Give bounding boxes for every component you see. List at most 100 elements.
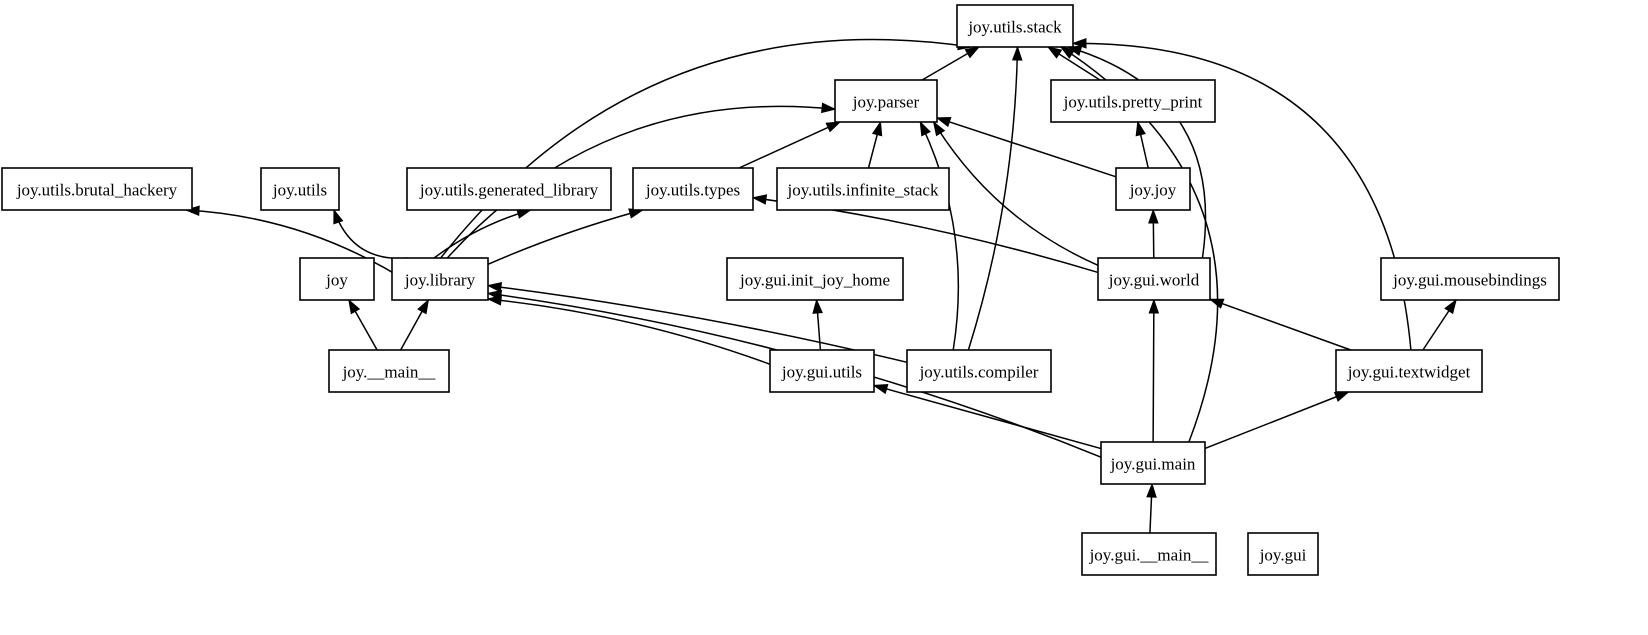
node-label: joy.joy <box>1129 181 1177 200</box>
edge-joy-library-to-joy-utils-types <box>487 209 643 265</box>
node-joy-gui[interactable]: joy.gui <box>1247 532 1319 576</box>
node-joy-utils-brutal-hackery[interactable]: joy.utils.brutal_hackery <box>1 167 193 211</box>
node-box <box>776 167 950 211</box>
node-label: joy.gui.__main__ <box>1089 546 1209 565</box>
edge-joy-joy-to-joy-parser <box>936 117 1117 178</box>
node-box <box>260 167 340 211</box>
node-joy-gui-init-joy-home[interactable]: joy.gui.init_joy_home <box>726 257 904 301</box>
node-joy-utils-pretty-print[interactable]: joy.utils.pretty_print <box>1050 79 1216 123</box>
edge-joy-utils-compiler-to-joy-utils-stack <box>967 46 1019 351</box>
node-label: joy.__main__ <box>342 363 436 382</box>
edge-joy-library-to-joy-utils-stack <box>440 38 972 259</box>
arrowhead <box>1148 208 1159 224</box>
arrowhead <box>1011 45 1023 61</box>
node-box <box>632 167 754 211</box>
arrowhead <box>1046 46 1063 59</box>
node-joy-parser[interactable]: joy.parser <box>834 79 938 123</box>
arrowhead <box>872 383 889 395</box>
node-label: joy.gui.textwidget <box>1347 363 1471 382</box>
node-label: joy <box>325 271 348 290</box>
arrowhead <box>348 298 361 315</box>
node-box <box>328 349 450 393</box>
node-label: joy.gui.world <box>1108 271 1200 290</box>
edge-joy-gui-world-to-joy-utils-stack <box>1067 46 1207 259</box>
edge-joy-gui-textwidget-to-joy-gui-world <box>1209 298 1352 351</box>
node-box <box>1 167 193 211</box>
node-joy-utils-types[interactable]: joy.utils.types <box>632 167 754 211</box>
node-box <box>769 349 875 393</box>
node-joy-gui-utils[interactable]: joy.gui.utils <box>769 349 875 393</box>
arrowhead <box>1059 46 1076 59</box>
node-joy-gui-main[interactable]: joy.gui.main <box>1100 441 1206 485</box>
node-label: joy.gui <box>1259 546 1307 565</box>
node-box <box>834 79 938 123</box>
node-box <box>1100 441 1206 485</box>
arrowhead <box>417 298 430 315</box>
node-joy-utils-compiler[interactable]: joy.utils.compiler <box>906 349 1052 393</box>
node-joy---main--[interactable]: joy.__main__ <box>328 349 450 393</box>
edge-joy-library-to-joy-utils-generated-library <box>433 209 531 259</box>
node-label: joy.utils.compiler <box>919 363 1039 382</box>
arrowhead <box>935 116 952 128</box>
node-joy-gui---main--[interactable]: joy.gui.__main__ <box>1081 532 1217 576</box>
node-joy-utils-infinite-stack[interactable]: joy.utils.infinite_stack <box>776 167 950 211</box>
node-box <box>1335 349 1483 393</box>
node-label: joy.utils.brutal_hackery <box>16 181 178 200</box>
node-box <box>299 257 375 301</box>
arrowhead <box>1333 391 1350 402</box>
node-box <box>956 4 1074 48</box>
node-joy-utils-generated-library[interactable]: joy.utils.generated_library <box>406 167 612 211</box>
arrowhead <box>964 46 981 59</box>
edge-joy-gui-main-to-joy-gui-utils <box>873 384 1102 450</box>
node-joy-utils-stack[interactable]: joy.utils.stack <box>956 4 1074 48</box>
arrowhead <box>821 102 837 114</box>
edge-joy-utils-compiler-to-joy-parser <box>919 121 960 351</box>
node-label: joy.utils.pretty_print <box>1063 93 1203 112</box>
node-box <box>1050 79 1216 123</box>
node-label: joy.library <box>404 271 476 290</box>
node-joy[interactable]: joy <box>299 257 375 301</box>
node-joy-gui-textwidget[interactable]: joy.gui.textwidget <box>1335 349 1483 393</box>
node-box <box>1081 532 1217 576</box>
arrowhead <box>919 120 931 137</box>
node-joy-utils[interactable]: joy.utils <box>260 167 340 211</box>
arrowhead <box>486 282 503 293</box>
node-label: joy.utils.generated_library <box>419 181 599 200</box>
arrowhead <box>812 298 823 314</box>
node-label: joy.utils.types <box>645 181 740 200</box>
edge-joy-library-to-joy-utils <box>333 209 408 260</box>
edge-joy-gui-main-to-joy-gui-world <box>1152 299 1155 443</box>
arrowhead <box>932 120 946 137</box>
node-box <box>1247 532 1319 576</box>
node-joy-gui-mousebindings[interactable]: joy.gui.mousebindings <box>1380 257 1560 301</box>
arrowhead <box>333 208 344 225</box>
arrowhead <box>1071 37 1087 49</box>
node-box <box>906 349 1052 393</box>
arrowhead <box>751 194 768 205</box>
node-label: joy.gui.utils <box>781 363 862 382</box>
node-joy-gui-world[interactable]: joy.gui.world <box>1097 257 1211 301</box>
node-label: joy.gui.init_joy_home <box>739 271 890 290</box>
node-label: joy.gui.main <box>1110 455 1196 474</box>
arrowhead <box>1444 298 1457 315</box>
node-label: joy.utils.stack <box>967 18 1062 37</box>
node-label: joy.utils <box>272 181 327 200</box>
edge-joy-gui-main-to-joy-gui-textwidget <box>1204 391 1349 450</box>
node-joy-library[interactable]: joy.library <box>391 257 489 301</box>
arrowhead <box>1135 120 1146 137</box>
edge-joy-gui-world-to-joy-parser <box>932 121 1099 266</box>
edge-joy-gui-utils-to-joy-library <box>487 298 771 365</box>
arrowhead <box>1146 482 1157 498</box>
arrowhead <box>825 121 842 133</box>
edge-joy-library-to-joy-parser <box>446 105 836 259</box>
node-box <box>1380 257 1560 301</box>
node-box <box>1097 257 1211 301</box>
node-label: joy.parser <box>852 93 920 112</box>
node-box <box>391 257 489 301</box>
arrowhead <box>1148 298 1160 314</box>
node-box <box>406 167 612 211</box>
node-joy-joy[interactable]: joy.joy <box>1115 167 1191 211</box>
node-label: joy.gui.mousebindings <box>1392 271 1547 290</box>
